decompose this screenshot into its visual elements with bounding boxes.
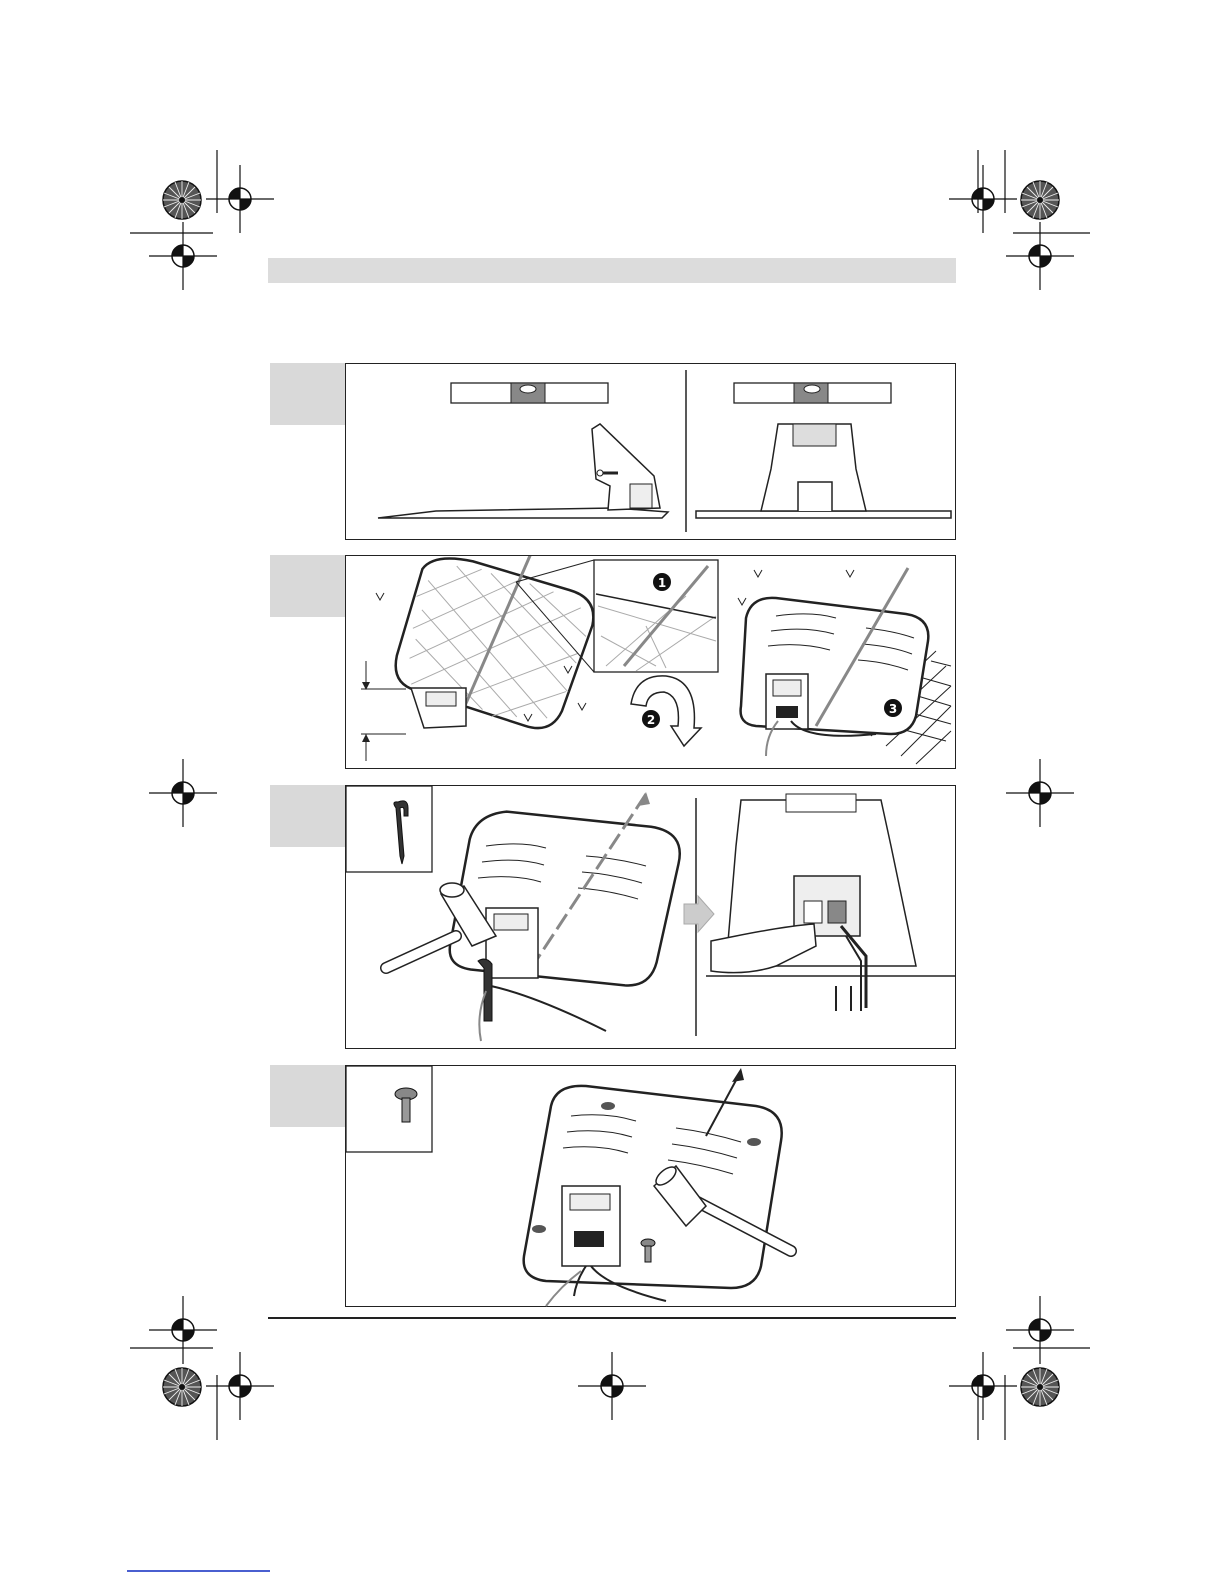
- callout-3: 3: [889, 702, 897, 716]
- step-tab-2: [270, 555, 346, 617]
- color-target-icon: [163, 1368, 201, 1406]
- callout-1: 1: [658, 576, 666, 590]
- panel-peg-and-connect: [345, 785, 956, 1049]
- header-bar: [268, 258, 956, 283]
- arrow-right-icon: [684, 896, 714, 932]
- panel-place-station: 1 2 3: [345, 555, 956, 769]
- color-target-icon: [1021, 181, 1059, 219]
- peg-and-connect-illustration: [346, 786, 957, 1050]
- footer-link-underline: [127, 1570, 270, 1572]
- rotate-arrow-icon: [631, 676, 701, 746]
- spirit-level-icon: [734, 383, 891, 403]
- color-target-icon: [163, 181, 201, 219]
- step-tab-3: [270, 785, 346, 847]
- panel-screw-down: [345, 1065, 956, 1307]
- panel-level-check: [345, 363, 956, 540]
- place-station-illustration: 1 2 3: [346, 556, 957, 770]
- step-tab-4: [270, 1065, 346, 1127]
- level-check-illustration: [346, 364, 957, 541]
- footer-rule: [268, 1317, 956, 1319]
- color-target-icon: [1021, 1368, 1059, 1406]
- callout-2: 2: [647, 713, 655, 727]
- screw-down-illustration: [346, 1066, 957, 1308]
- spirit-level-icon: [451, 383, 608, 403]
- step-tab-1: [270, 363, 346, 425]
